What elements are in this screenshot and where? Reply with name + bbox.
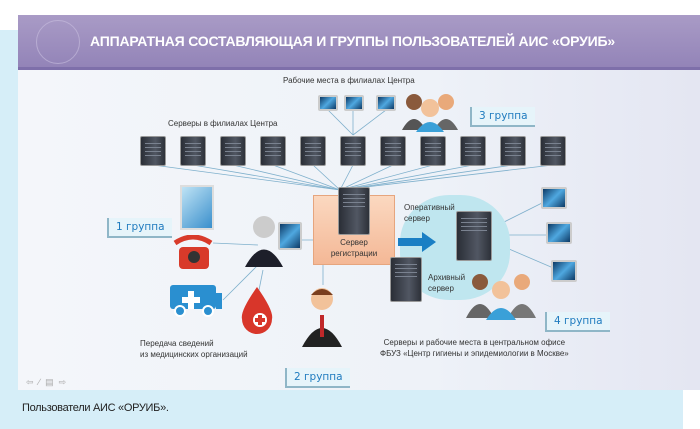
doctor-monitor-icon [180, 185, 214, 230]
server-icon [260, 136, 286, 166]
group-3-label: 3 группа [470, 107, 535, 127]
registration-server-icon [338, 187, 370, 235]
branch-servers-label: Серверы в филиалах Центра [168, 119, 278, 128]
server-icon [140, 136, 166, 166]
archive-server-label: Архивный сервер [428, 272, 465, 294]
label-line: ФБУЗ «Центр гигиены и эпидемиологии в Мо… [380, 349, 569, 358]
group-2-label: 2 группа [285, 368, 350, 388]
label-line: регистрации [330, 249, 378, 258]
workstation-icon [551, 260, 577, 282]
slide-nav: ⇦∕▤⇨ [26, 377, 71, 388]
server-icon [340, 136, 366, 166]
label-line: Оперативный [404, 203, 455, 212]
registration-server-label: Сервер регистрации [315, 237, 393, 259]
workstation-icon [541, 187, 567, 209]
group-1-label: 1 группа [107, 218, 172, 238]
emblem-logo [36, 20, 80, 64]
users-group-icon [402, 94, 458, 132]
workstation-icon [546, 222, 572, 244]
operator-monitor-icon [278, 222, 302, 250]
workstation-icon [344, 95, 364, 111]
server-icon [300, 136, 326, 166]
label-line: сервер [404, 214, 430, 223]
label-line: Сервер [340, 238, 368, 247]
med-orgs-label: Передача сведений из медицинских организ… [140, 338, 248, 360]
server-icon [500, 136, 526, 166]
slide-title: АППАРАТНАЯ СОСТАВЛЯЮЩАЯ И ГРУППЫ ПОЛЬЗОВ… [90, 33, 615, 49]
phone-icon [173, 235, 213, 269]
server-icon [220, 136, 246, 166]
label-line: Серверы и рабочие места в центральном оф… [383, 338, 566, 347]
back-icon[interactable]: ⇦ [26, 377, 39, 387]
label-line: из медицинских организаций [140, 350, 248, 359]
operator-icon [245, 216, 283, 267]
operational-server-label: Оперативный сервер [404, 202, 455, 224]
pen-icon[interactable]: ∕ [38, 377, 46, 387]
server-icon [420, 136, 446, 166]
server-icon [380, 136, 406, 166]
user-icon [302, 288, 342, 347]
menu-icon[interactable]: ▤ [45, 377, 59, 387]
label-line: сервер [428, 284, 454, 293]
workstations-label: Рабочие места в филиалах Центра [283, 76, 415, 85]
workstation-icon [376, 95, 396, 111]
blood-donation-icon [241, 287, 273, 334]
label-line: Архивный [428, 273, 466, 282]
server-icon [540, 136, 566, 166]
figure-caption: Пользователи АИС «ОРУИБ». [22, 402, 169, 414]
ambulance-icon [170, 285, 222, 317]
group-4-label: 4 группа [545, 312, 610, 332]
server-icon [180, 136, 206, 166]
server-icon [460, 136, 486, 166]
operational-server-icon [456, 211, 492, 261]
slide-header: АППАРАТНАЯ СОСТАВЛЯЮЩАЯ И ГРУППЫ ПОЛЬЗОВ… [18, 15, 700, 70]
users-group-icon [466, 274, 536, 320]
archive-server-icon [390, 257, 422, 302]
forward-icon[interactable]: ⇨ [58, 377, 72, 387]
workstation-icon [318, 95, 338, 111]
central-office-label: Серверы и рабочие места в центральном оф… [380, 337, 569, 359]
slide: АППАРАТНАЯ СОСТАВЛЯЮЩАЯ И ГРУППЫ ПОЛЬЗОВ… [18, 15, 700, 390]
arrow-right-icon [398, 232, 436, 252]
label-line: Передача сведений [140, 339, 214, 348]
